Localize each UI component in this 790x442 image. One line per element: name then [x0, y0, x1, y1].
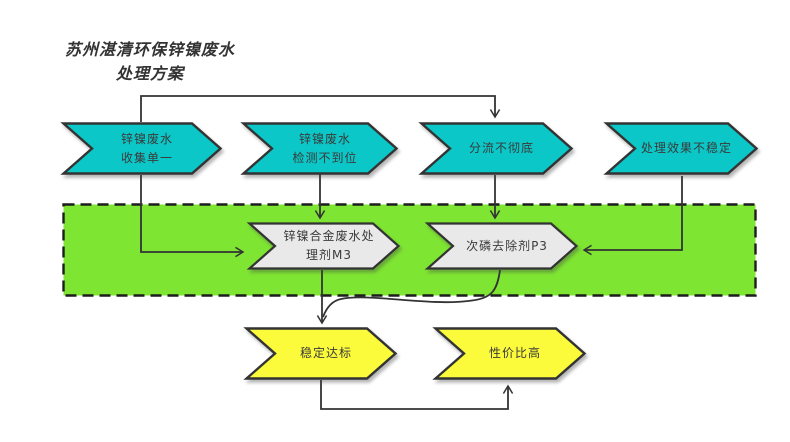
connector-problem4-to-solution2 — [582, 176, 683, 256]
connector-solution2-to-outcome1 — [322, 269, 501, 318]
node-problem-detection-label: 锌镍废水 检测不到位 — [292, 131, 358, 165]
node-solution-p3-label: 次磷去除剂P3 — [466, 238, 548, 253]
node-outcome-cost-effective-label: 性价比高 — [488, 346, 541, 361]
node-problem-diversion: 分流不彻底 — [418, 122, 574, 175]
node-problem-diversion-label: 分流不彻底 — [468, 141, 534, 156]
connector-outcome1-to-outcome2 — [320, 380, 514, 410]
node-outcome-cost-effective: 性价比高 — [432, 327, 587, 380]
node-problem-collection: 锌镍废水 收集单一 — [60, 122, 223, 175]
node-outcome-stable: 稳定达标 — [243, 327, 398, 380]
node-problem-collection-label: 锌镍废水 收集单一 — [120, 131, 173, 165]
node-solution-m3: 锌镍合金废水处 理剂M3 — [246, 222, 401, 270]
node-problem-unstable: 处理效果不稳定 — [603, 122, 759, 175]
node-solution-m3-label: 锌镍合金废水处 理剂M3 — [283, 229, 375, 262]
node-solution-p3: 次磷去除剂P3 — [424, 222, 579, 270]
node-problem-detection: 锌镍废水 检测不到位 — [240, 122, 399, 175]
node-outcome-stable-label: 稳定达标 — [299, 346, 352, 361]
connector-problem1-to-problem3 — [140, 95, 501, 122]
node-problem-unstable-label: 处理效果不稳定 — [640, 141, 732, 156]
diagram-title: 苏州湛清环保锌镍废水 处理方案 — [64, 40, 235, 83]
connector-problem1-to-solution1 — [140, 175, 245, 258]
